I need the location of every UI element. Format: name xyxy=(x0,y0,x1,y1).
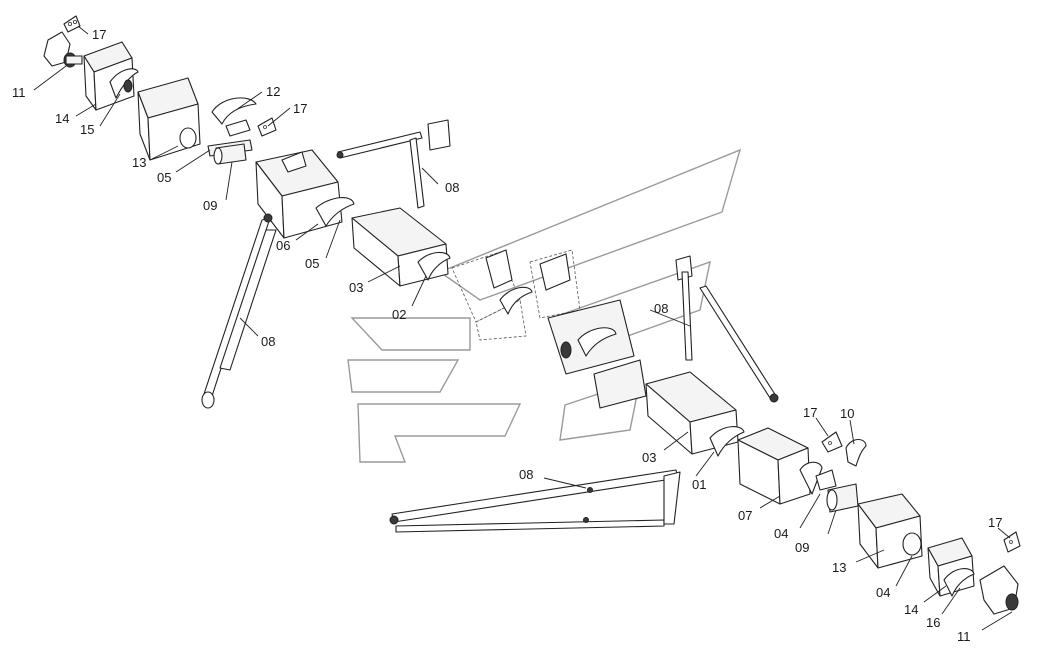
part-11-end-mount-bottom xyxy=(979,565,1019,615)
label-08: 08 xyxy=(654,301,668,316)
label-04: 04 xyxy=(876,585,890,600)
part-06-housing xyxy=(255,149,355,239)
label-10: 10 xyxy=(840,406,854,421)
label-07: 07 xyxy=(738,508,752,523)
label-02: 02 xyxy=(392,307,406,322)
label-17: 17 xyxy=(988,515,1002,530)
part-13-housing-bottom xyxy=(857,493,923,569)
part-16-tine xyxy=(943,568,975,597)
center-gearbox xyxy=(451,249,647,409)
part-08-brace-left xyxy=(201,213,277,409)
label-16: 16 xyxy=(926,615,940,630)
part-17-plate-top xyxy=(63,15,81,33)
part-11-end-mount-top xyxy=(43,31,83,68)
label-04: 04 xyxy=(774,526,788,541)
label-13: 13 xyxy=(132,155,146,170)
label-08: 08 xyxy=(261,334,275,349)
part-03-housing-upper xyxy=(351,207,451,287)
part-09-shaft xyxy=(213,143,247,165)
part-08-link-top xyxy=(336,119,451,209)
label-06: 06 xyxy=(276,238,290,253)
part-17-plate-right xyxy=(821,431,843,453)
part-17-plate-bottom xyxy=(1003,531,1021,553)
label-11: 11 xyxy=(957,629,971,644)
label-09: 09 xyxy=(795,540,809,555)
part-03-housing-lower xyxy=(645,371,745,457)
label-17: 17 xyxy=(293,101,307,116)
label-05: 05 xyxy=(305,256,319,271)
part-07-housing xyxy=(737,427,823,505)
part-17-plate-mid xyxy=(257,117,277,137)
label-17: 17 xyxy=(92,27,106,42)
label-05: 05 xyxy=(157,170,171,185)
label-08: 08 xyxy=(519,467,533,482)
label-03: 03 xyxy=(642,450,656,465)
label-09: 09 xyxy=(203,198,217,213)
label-15: 15 xyxy=(80,122,94,137)
label-14: 14 xyxy=(904,602,918,617)
label-08: 08 xyxy=(445,180,459,195)
part-08-brace-bottom xyxy=(389,469,681,533)
part-10-tine xyxy=(845,438,867,467)
label-01: 01 xyxy=(692,477,706,492)
label-12: 12 xyxy=(266,84,280,99)
leader-lines xyxy=(33,25,1013,631)
label-11: 11 xyxy=(12,85,26,100)
callout-labels: 17 11 14 15 12 17 13 05 09 08 06 05 03 0… xyxy=(12,27,1002,644)
label-14: 14 xyxy=(55,111,69,126)
label-03: 03 xyxy=(349,280,363,295)
label-13: 13 xyxy=(832,560,846,575)
part-12-tine xyxy=(211,97,257,125)
part-13-housing-top xyxy=(137,77,201,161)
part-04-shaft-right xyxy=(815,469,859,513)
part-08-link-right-upper xyxy=(675,255,779,403)
part-15-tine xyxy=(109,68,139,99)
label-17: 17 xyxy=(803,405,817,420)
